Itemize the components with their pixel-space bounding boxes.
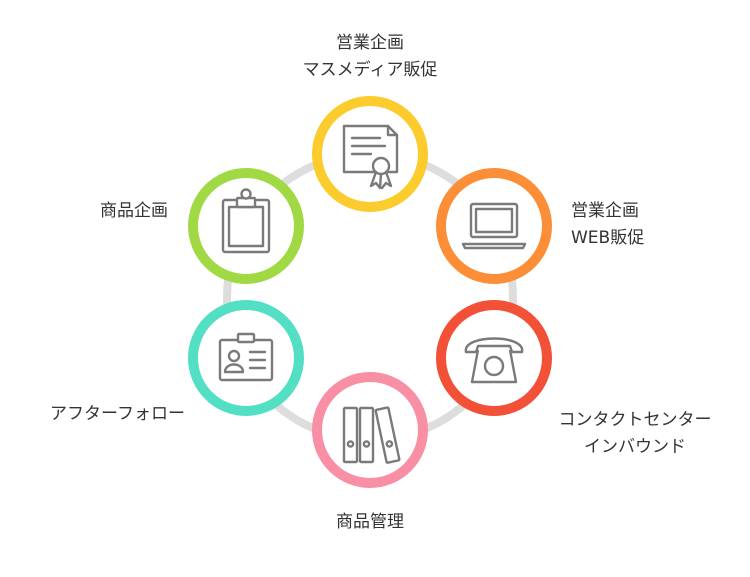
label-after-follow-line-1: アフターフォロー <box>50 404 185 424</box>
node-product-management-circle <box>312 372 428 488</box>
node-sales-mass <box>312 96 428 212</box>
node-sales-web <box>436 168 552 284</box>
label-sales-mass: 営業企画 マスメディア販促 <box>270 30 470 84</box>
node-product-planning <box>188 168 304 284</box>
id-badge-icon <box>218 332 274 382</box>
label-product-planning-line-1: 商品企画 <box>100 201 168 221</box>
node-product-planning-circle <box>188 168 304 284</box>
label-product-management: 商品管理 <box>270 509 470 536</box>
node-after-follow-circle <box>188 300 304 416</box>
label-product-planning: 商品企画 <box>100 198 168 225</box>
label-product-management-line-1: 商品管理 <box>336 512 404 532</box>
label-sales-web-line-1: 営業企画 <box>571 201 639 221</box>
certificate-icon <box>342 124 399 190</box>
label-sales-mass-line-1: 営業企画 <box>336 33 404 53</box>
node-contact-center <box>436 300 552 416</box>
telephone-icon <box>464 337 524 384</box>
node-product-management <box>312 372 428 488</box>
label-contact-center: コンタクトセンター インバウンド <box>535 407 735 461</box>
label-contact-center-line-2: インバウンド <box>584 437 686 457</box>
node-sales-web-circle <box>436 168 552 284</box>
label-sales-mass-line-2: マスメディア販促 <box>302 60 438 80</box>
clipboard-icon <box>221 188 271 254</box>
label-contact-center-line-1: コンタクトセンター <box>558 410 712 430</box>
label-after-follow: アフターフォロー <box>50 401 185 428</box>
binders-icon <box>342 406 401 464</box>
node-after-follow <box>188 300 304 416</box>
laptop-icon <box>461 202 527 250</box>
label-sales-web: 営業企画 WEB販促 <box>571 198 644 252</box>
label-sales-web-line-2: WEB販促 <box>571 228 645 248</box>
